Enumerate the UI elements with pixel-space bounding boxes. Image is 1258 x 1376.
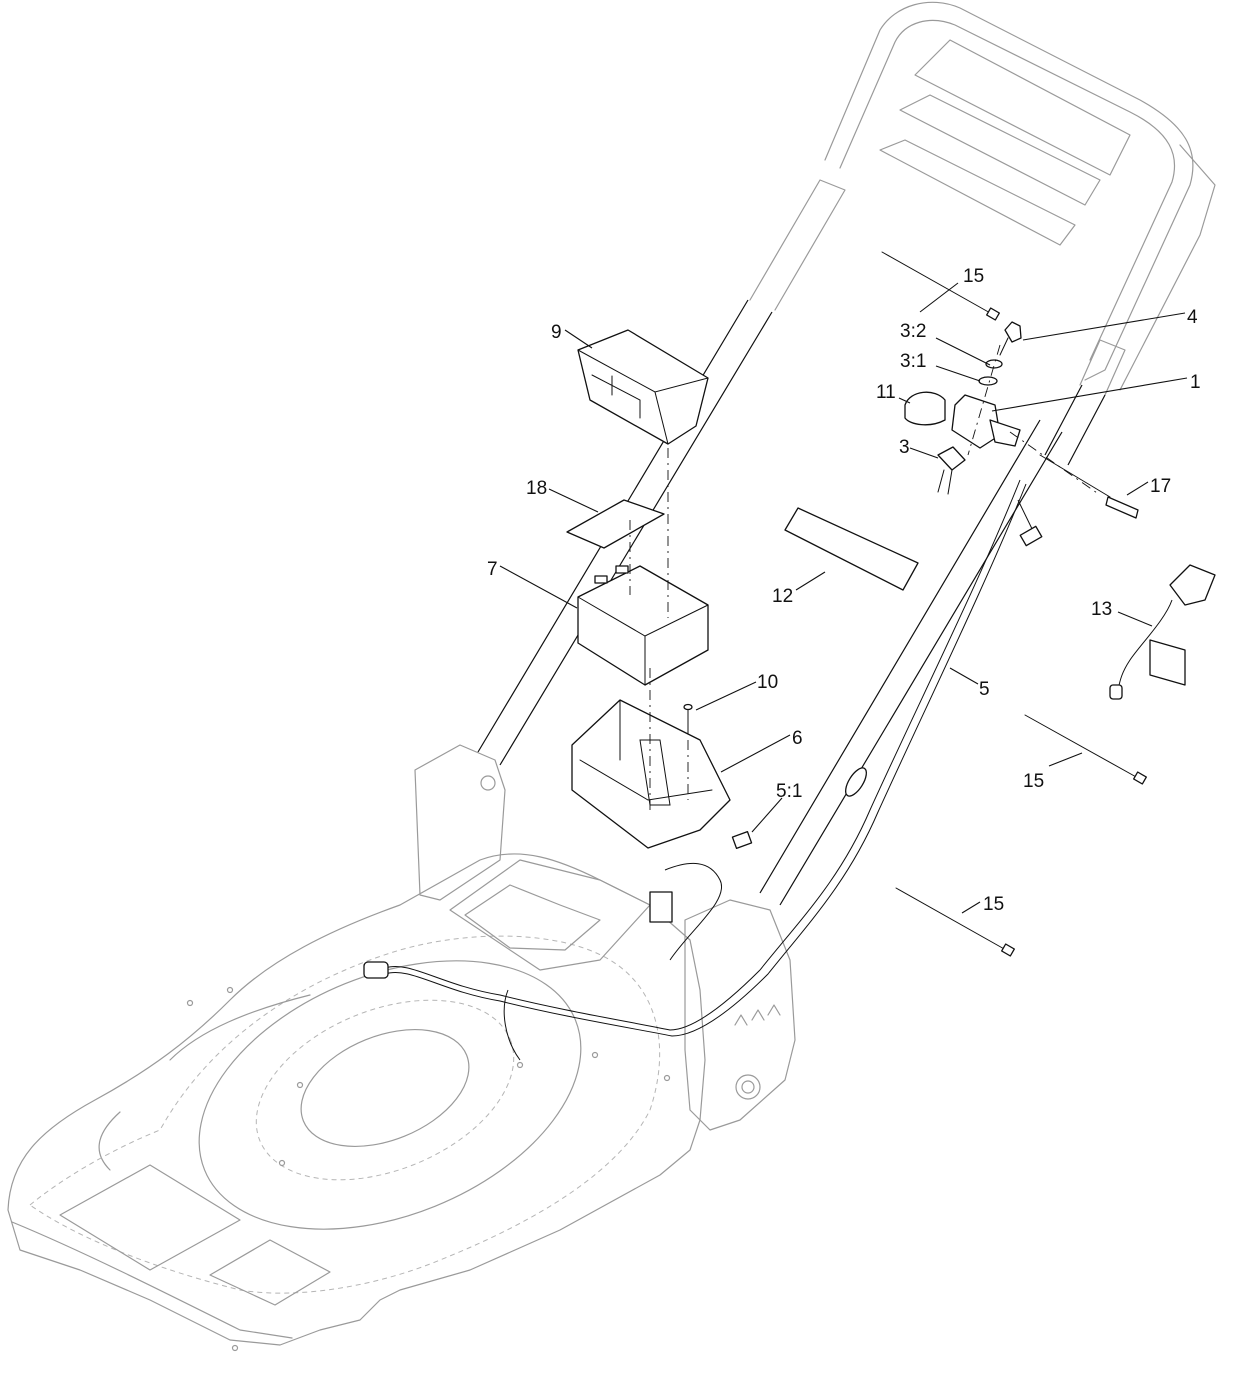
mower-deck [7,744,796,1352]
callout-leader-c9 [564,329,593,349]
handle-frame [749,1,1216,396]
part-4-key [999,321,1022,356]
wiring-harness [363,479,1043,1061]
callout-label-c9: 9 [551,322,562,343]
callout-leader-c1 [991,377,1188,412]
part-7-battery [577,565,709,686]
part-9-battery-cover [577,329,709,445]
part-3-2-nut [985,359,1003,369]
callout-label-c1: 1 [1190,372,1201,393]
callout-label-c15b: 15 [1023,771,1044,792]
assembly-lines [629,344,1101,810]
callout-label-c7: 7 [487,559,498,580]
part-17-bolt [1039,454,1139,519]
callout-leader-c12 [795,571,826,591]
callout-leader-c31 [935,365,981,382]
callout-leader-c13 [1117,611,1153,627]
callout-leader-c15a [919,282,959,313]
callout-leader-c51 [751,797,783,833]
part-12-decal [784,507,919,591]
callout-leader-c6 [720,734,791,773]
callout-leader-c18 [548,488,599,513]
callout-label-c17: 17 [1150,476,1171,497]
callout-leader-c4 [1022,312,1186,341]
part-18-label [566,499,665,549]
callout-label-c12: 12 [772,586,793,607]
callout-leader-c5 [949,667,979,685]
callout-label-c18: 18 [526,478,547,499]
callout-label-c4: 4 [1187,307,1198,328]
callout-leader-c10 [695,681,757,711]
part-3-1-washer [978,376,998,386]
callout-label-c6: 6 [792,728,803,749]
callout-label-c11: 11 [876,382,896,403]
part-10-screw [683,703,693,735]
callout-leader-c15c [961,901,981,914]
callout-leader-c11 [898,397,911,404]
callout-label-c15c: 15 [983,894,1004,915]
callout-label-c3: 3 [899,437,910,458]
part-15-cable-tie-upper [881,251,1000,321]
callout-label-c51: 5:1 [776,781,802,802]
part-15-cable-tie-middle [1024,714,1147,785]
callout-leader-c15b [1048,752,1083,767]
part-6-battery-tray [571,699,731,849]
callout-label-c5: 5 [979,679,990,700]
callout-label-c10: 10 [757,672,778,693]
callout-leader-c3 [909,447,939,459]
callout-leader-c7 [499,565,578,609]
callout-label-c13: 13 [1091,599,1112,620]
part-5-1-connector [731,830,753,850]
callout-label-c15a: 15 [963,266,984,287]
part-15-cable-tie-lower [895,887,1015,957]
callout-label-c32: 3:2 [900,321,926,342]
callout-leader-c17 [1126,481,1149,496]
callout-label-c31: 3:1 [900,351,926,372]
part-13-charger [1109,564,1216,700]
part-3-key-switch [937,446,966,495]
part-11-cap [904,391,946,426]
callout-leader-c32 [935,337,991,366]
part-1-switch-housing [951,394,1021,449]
